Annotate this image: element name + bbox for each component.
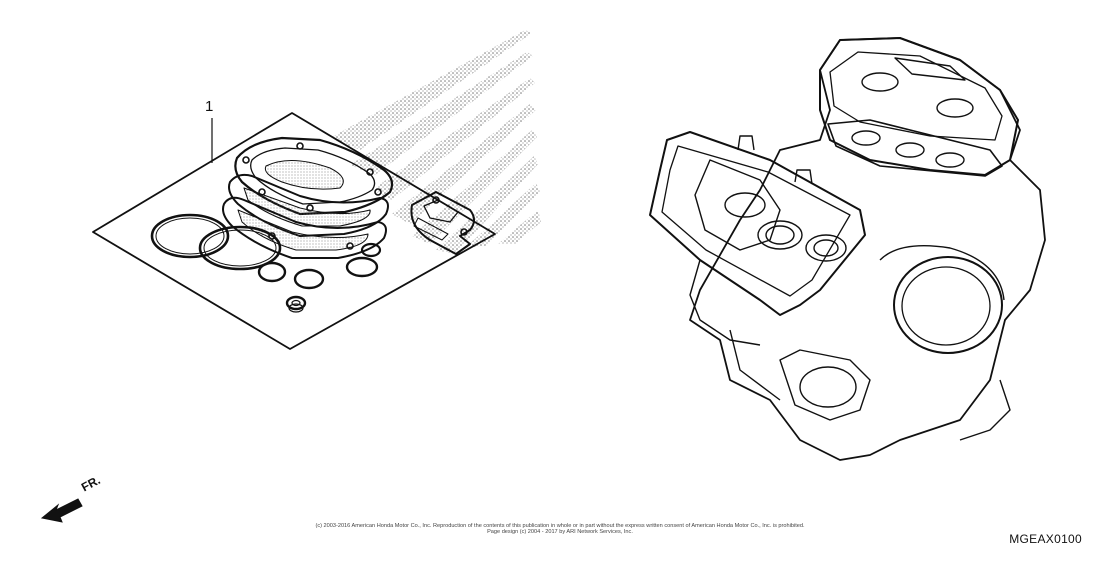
o-ring-small-1	[360, 242, 382, 258]
copyright-line-2: Page design (c) 2004 - 2017 by ARI Netwo…	[487, 529, 633, 535]
small-manifold-gasket	[410, 191, 475, 255]
diagram-code: MGEAX0100	[1009, 532, 1082, 546]
wing-watermark	[330, 30, 541, 254]
cover-gasket-upper	[234, 136, 394, 216]
o-ring-medium-2	[293, 268, 325, 290]
seal-washer	[285, 295, 307, 311]
cover-gasket-middle	[228, 173, 389, 237]
o-ring-large-1	[150, 213, 230, 259]
engine-illustration	[649, 37, 1046, 461]
o-ring-large-2	[198, 225, 282, 271]
o-ring-set	[150, 213, 382, 313]
callout-number: 1	[205, 98, 214, 115]
o-ring-medium-3	[345, 256, 379, 278]
front-direction-arrow-icon	[40, 498, 83, 523]
o-ring-medium-1	[257, 261, 287, 283]
copyright-line-1: (c) 2003-2016 American Honda Motor Co., …	[315, 523, 805, 529]
engine-side-cover	[893, 256, 1003, 354]
gasket-kit-sheet-outline	[92, 112, 496, 350]
gasket-kit-assembly	[92, 112, 496, 350]
